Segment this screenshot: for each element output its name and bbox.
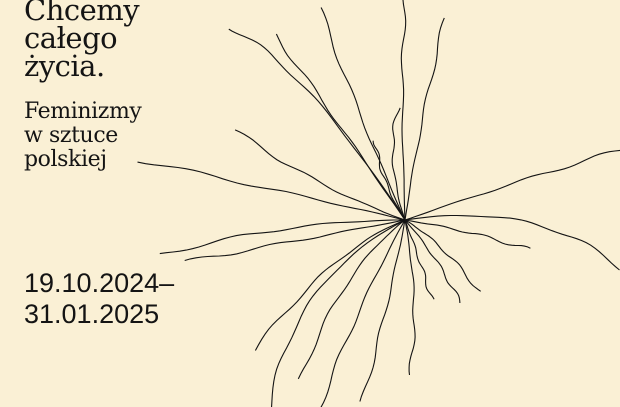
title-line: Chcemy bbox=[24, 0, 140, 27]
root-line bbox=[320, 219, 406, 407]
root-line bbox=[404, 219, 416, 376]
root-line bbox=[234, 129, 406, 221]
root-line bbox=[404, 149, 620, 221]
root-line bbox=[271, 219, 406, 407]
root-line bbox=[320, 7, 406, 221]
poster-title: Chcemy całego życia. bbox=[24, 0, 140, 83]
root-line bbox=[184, 219, 406, 262]
root-line bbox=[372, 140, 406, 221]
root-line bbox=[404, 219, 461, 304]
subtitle-line: polskiej bbox=[24, 147, 107, 172]
subtitle-line: Feminizmy bbox=[24, 99, 142, 124]
root-line bbox=[159, 219, 405, 255]
root-line bbox=[228, 28, 406, 221]
title-line: całego bbox=[24, 21, 118, 55]
exhibition-dates: 19.10.2024– 31.01.2025 bbox=[24, 268, 174, 330]
root-line bbox=[404, 219, 531, 249]
root-line bbox=[254, 219, 406, 351]
root-line bbox=[404, 219, 435, 300]
root-line bbox=[275, 33, 406, 221]
date-start: 19.10.2024– bbox=[24, 268, 175, 298]
root-line bbox=[297, 219, 406, 380]
root-line bbox=[404, 219, 482, 292]
root-line bbox=[391, 107, 406, 221]
root-line bbox=[359, 219, 406, 402]
root-line bbox=[404, 17, 445, 221]
root-line bbox=[137, 161, 406, 221]
subtitle-line: w sztuce bbox=[24, 123, 118, 148]
poster-subtitle: Feminizmy w sztuce polskiej bbox=[24, 99, 142, 172]
root-line bbox=[404, 214, 620, 271]
root-line bbox=[400, 0, 407, 221]
title-line: życia. bbox=[24, 49, 105, 83]
date-end: 31.01.2025 bbox=[24, 299, 160, 329]
